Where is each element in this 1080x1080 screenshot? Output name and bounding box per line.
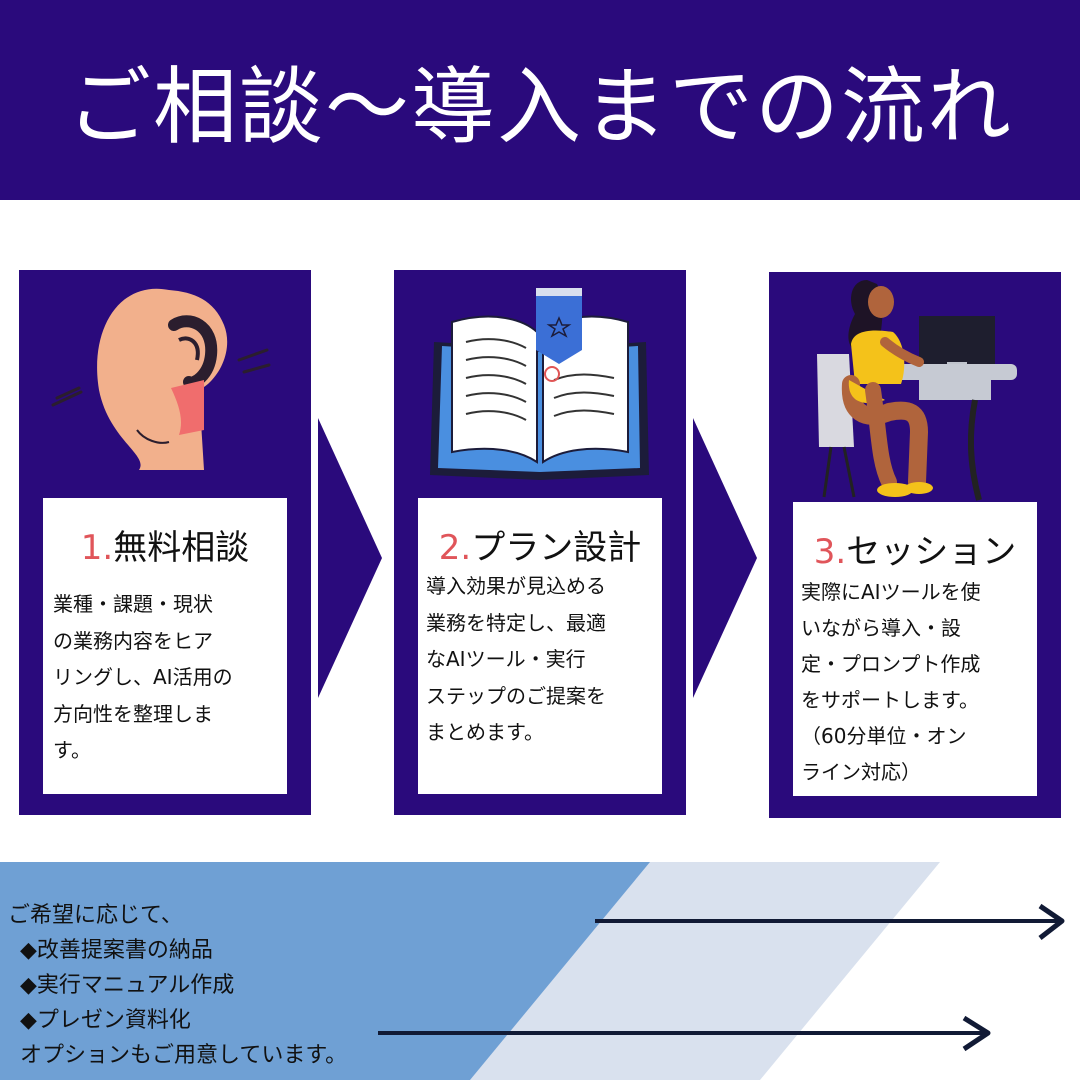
option-item: ◆実行マニュアル作成 [20, 973, 235, 998]
page-title: ご相談〜導入までの流れ [66, 57, 1013, 156]
woman-at-computer-icon [817, 280, 1017, 501]
options-text: ご希望に応じて、 ◆改善提案書の納品 ◆実行マニュアル作成 ◆プレゼン資料化 オ… [8, 898, 347, 1073]
arrow-right-icon [378, 1015, 991, 1052]
step-card-2: 2.プラン設計 導入効果が見込める 業務を特定し、最適 なAIツール・実行 ステ… [394, 270, 686, 815]
ear-icon [51, 288, 271, 470]
step-description-3: 実際にAIツールを使 いながら導入・設 定・プロンプト作成 をサポートします。 … [801, 580, 981, 784]
step-panel-2: 2.プラン設計 導入効果が見込める 業務を特定し、最適 なAIツール・実行 ステ… [418, 498, 662, 794]
arrow-right-icon [595, 903, 1065, 940]
chevron-right-arrow-icon [693, 418, 757, 698]
options-banner: ご希望に応じて、 ◆改善提案書の納品 ◆実行マニュアル作成 ◆プレゼン資料化 オ… [0, 862, 1080, 1080]
options-outro: オプションもご用意しています。 [20, 1043, 348, 1068]
step-panel-3: 3.セッション 実際にAIツールを使 いながら導入・設 定・プロンプト作成 をサ… [793, 502, 1037, 796]
step-title-2: 2.プラン設計 [438, 528, 642, 568]
step-panel-1: 1.無料相談 業種・課題・現状 の業務内容をヒア リングし、AI活用の 方向性を… [43, 498, 287, 794]
step-title-1: 1.無料相談 [80, 528, 250, 568]
option-item: ◆プレゼン資料化 [20, 1008, 191, 1033]
step-description-1: 業種・課題・現状 の業務内容をヒア リングし、AI活用の 方向性を整理しま す。 [53, 592, 233, 762]
step-card-1: 1.無料相談 業種・課題・現状 の業務内容をヒア リングし、AI活用の 方向性を… [19, 270, 311, 815]
options-banner-background [0, 862, 1065, 1080]
step-description-2: 導入効果が見込める 業務を特定し、最適 なAIツール・実行 ステップのご提案を … [426, 574, 606, 744]
chevron-right-arrow-icon [318, 418, 382, 698]
open-book-icon [430, 288, 649, 480]
options-intro: ご希望に応じて、 [8, 903, 183, 928]
option-item: ◆改善提案書の納品 [20, 938, 213, 963]
step-title-3: 3.セッション [813, 532, 1017, 572]
header-banner: ご相談〜導入までの流れ [0, 0, 1080, 200]
step-card-3: 3.セッション 実際にAIツールを使 いながら導入・設 定・プロンプト作成 をサ… [769, 272, 1061, 818]
